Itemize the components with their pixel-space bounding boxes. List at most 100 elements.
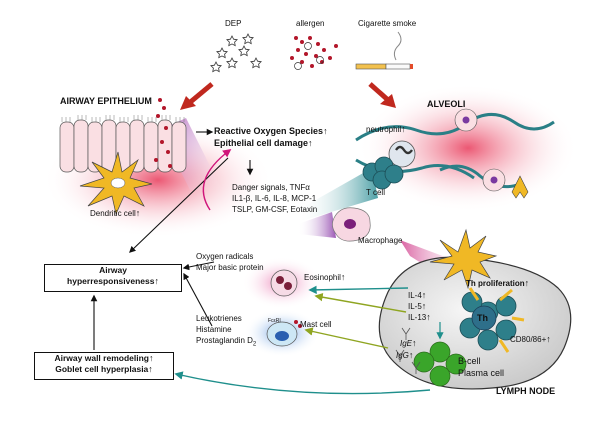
allergen-dot bbox=[294, 36, 298, 40]
dendritic-cell-icon bbox=[79, 151, 153, 216]
allergen-dot bbox=[322, 48, 326, 52]
ahr-line-1: Airway bbox=[99, 265, 127, 275]
dep-star bbox=[226, 57, 238, 69]
dep-star bbox=[242, 33, 254, 45]
red-arrow-left bbox=[186, 82, 214, 106]
mediator-line-1: Danger signals, TNFα bbox=[232, 183, 310, 192]
allergen-dot bbox=[308, 36, 312, 40]
label-cd80-86: CD80/86+↑ bbox=[510, 334, 551, 344]
epithelial-cell bbox=[73, 119, 89, 173]
label-tcell: T cell bbox=[366, 188, 385, 197]
dep-star bbox=[250, 57, 262, 69]
mastcell-icon bbox=[266, 320, 302, 347]
label-bcell: B-cell bbox=[458, 356, 481, 366]
epithelial-cell bbox=[171, 121, 187, 173]
airway-epithelium-cells bbox=[59, 119, 187, 173]
allergen-particles bbox=[290, 36, 338, 68]
arrow-ige-to-mastcell bbox=[304, 327, 389, 349]
particle-dot bbox=[160, 140, 164, 144]
alveolar-wall bbox=[439, 164, 521, 189]
allergen-dot bbox=[304, 52, 308, 56]
mast-product-3: Prostaglandin D2 bbox=[196, 336, 257, 348]
red-arrowhead-left bbox=[180, 96, 196, 110]
mediator-line-3: TSLP, GM-CSF, Eotaxin bbox=[232, 205, 318, 214]
remodeling-line-2: Goblet cell hyperplasia↑ bbox=[55, 364, 153, 374]
mast-product-2: Histamine bbox=[196, 325, 232, 334]
arrow-il5-to-eosinophil bbox=[314, 293, 407, 313]
label-il5: IL-5↑ bbox=[408, 301, 427, 311]
dep-star bbox=[226, 35, 238, 47]
eos-product-1: Oxygen radicals bbox=[196, 252, 254, 261]
region-alveoli: ALVEOLI bbox=[427, 99, 466, 109]
epithelial-cell bbox=[59, 121, 75, 173]
label-th: Th bbox=[477, 313, 488, 323]
bcell-cluster bbox=[413, 341, 467, 387]
label-mast-cell: Mast cell bbox=[300, 320, 332, 329]
label-ige: IgE↑ bbox=[400, 338, 417, 348]
red-arrowhead-right bbox=[380, 94, 396, 108]
alveoli-inflammation-glow bbox=[358, 84, 578, 212]
label-il13: IL-13↑ bbox=[408, 312, 431, 322]
cigarette-icon bbox=[355, 31, 413, 70]
epithelial-cell bbox=[101, 119, 117, 173]
dep-star bbox=[216, 47, 228, 59]
label-dep: DEP bbox=[225, 19, 242, 28]
label-dendritic-cell: Dendritic cell↑ bbox=[90, 208, 141, 218]
allergen-dot bbox=[316, 42, 320, 46]
label-th-proliferation: Th proliferation↑ bbox=[466, 278, 530, 288]
label-ros: Reactive Oxygen Species↑ bbox=[214, 126, 328, 136]
particle-dot bbox=[158, 98, 162, 102]
label-igg: IgG↑ bbox=[396, 350, 414, 360]
label-cigarette-smoke: Cigarette smoke bbox=[358, 19, 417, 28]
arrow-mast-to-ahr bbox=[183, 272, 213, 327]
tcell-beam bbox=[298, 168, 378, 222]
neutrophil-icon bbox=[388, 140, 416, 168]
label-il4: IL-4↑ bbox=[408, 290, 427, 300]
epithelial-cilia bbox=[61, 115, 185, 122]
arrow-damage-to-ahr bbox=[129, 157, 229, 253]
epithelium-particles bbox=[154, 98, 172, 168]
arrow-lymph-to-eosinophil bbox=[308, 285, 409, 295]
allergen-dot bbox=[300, 60, 304, 64]
macrophage-icon bbox=[332, 207, 371, 242]
remodeling-line-1: Airway wall remodeling↑ bbox=[54, 353, 154, 363]
label-eosinophil: Eosinophil↑ bbox=[304, 272, 346, 282]
particle-dot bbox=[156, 114, 160, 118]
allergen-dot bbox=[320, 60, 324, 64]
ahr-box: Airway hyperresponsiveness↑ bbox=[44, 264, 182, 292]
arrow-eos-to-ahr bbox=[182, 261, 215, 271]
label-allergen: allergen bbox=[296, 19, 325, 28]
allergen-dot bbox=[296, 48, 300, 52]
region-lymph-node: LYMPH NODE bbox=[496, 386, 556, 396]
arrow-lymph-to-remodeling bbox=[174, 371, 431, 395]
th-cell-icon bbox=[471, 305, 497, 331]
label-plasma-cell: Plasma cell bbox=[458, 368, 505, 378]
ahr-line-2: hyperresponsiveness↑ bbox=[67, 276, 159, 286]
allergen-dot bbox=[300, 40, 304, 44]
allergen-cluster bbox=[294, 62, 302, 70]
label-macrophage: Macrophage bbox=[358, 236, 403, 245]
label-fceri: FcεRI bbox=[268, 318, 281, 324]
allergen-cluster bbox=[304, 42, 312, 50]
alveolar-cell bbox=[511, 175, 529, 199]
label-epithelial-damage: Epithelial cell damage↑ bbox=[214, 138, 313, 148]
eos-product-2: Major basic protein bbox=[196, 263, 264, 272]
dep-particles bbox=[210, 33, 262, 73]
particle-dot bbox=[166, 150, 170, 154]
allergen-dot bbox=[310, 64, 314, 68]
macrophage-beam bbox=[298, 212, 336, 238]
red-arrow-right bbox=[368, 82, 390, 102]
particle-dot bbox=[154, 158, 158, 162]
allergen-dot bbox=[328, 56, 332, 60]
eosinophil-icon bbox=[270, 269, 298, 297]
allergen-cluster bbox=[316, 56, 324, 64]
allergen-clusters bbox=[294, 42, 324, 70]
epithelial-cell bbox=[143, 121, 159, 173]
dep-star bbox=[210, 61, 222, 73]
allergen-dot bbox=[290, 56, 294, 60]
particle-dot bbox=[164, 126, 168, 130]
allergen-dot bbox=[314, 54, 318, 58]
remodeling-box: Airway wall remodeling↑ Goblet cell hype… bbox=[34, 352, 174, 380]
mast-product-1: Leukotrienes bbox=[196, 314, 242, 323]
